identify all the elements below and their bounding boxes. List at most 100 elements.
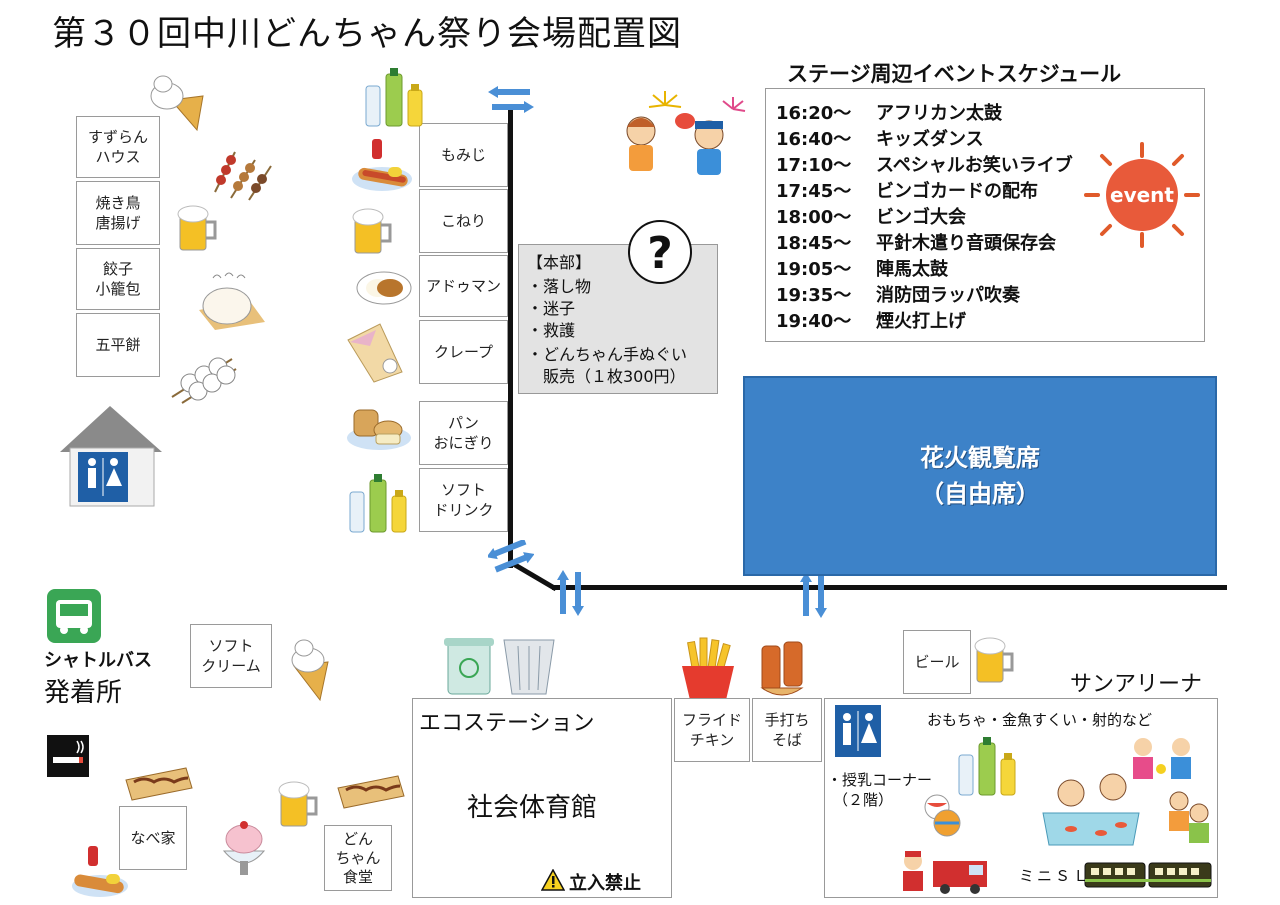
stall-beer: ビール bbox=[903, 630, 971, 694]
shaved-ice-icon bbox=[222, 821, 266, 875]
curry-plate-icon bbox=[356, 271, 412, 305]
shuttle-label: シャトルバス bbox=[44, 650, 152, 671]
schedule-row: 17:45～ビンゴカードの配布 bbox=[776, 177, 1038, 203]
soft-cream-icon bbox=[150, 75, 204, 132]
beer-mug-icon bbox=[352, 208, 392, 254]
headquarters-heading: 【本部】 bbox=[527, 253, 592, 272]
toilet-icon bbox=[835, 705, 881, 757]
sun-arena-label: サンアリーナ bbox=[1070, 672, 1203, 697]
stall-soft-cream: ソフト クリーム bbox=[190, 624, 272, 688]
schedule-time: 19:40～ bbox=[776, 311, 852, 332]
schedule-time: 18:45～ bbox=[776, 233, 852, 254]
schedule-event: キッズダンス bbox=[876, 129, 984, 150]
soft-cream-icon bbox=[291, 639, 329, 702]
schedule-box: 16:20～ アフリカン太鼓 16:40～ キッズダンス 17:10～ スペシャルお笑… bbox=[765, 88, 1205, 342]
headquarters-item: ・迷子 bbox=[527, 299, 576, 318]
hot-dog-icon bbox=[352, 139, 412, 191]
schedule-time: 19:05～ bbox=[776, 259, 852, 280]
bus-icon bbox=[47, 589, 101, 643]
schedule-time: 17:45～ bbox=[776, 181, 852, 202]
smoking-area-icon bbox=[47, 735, 89, 777]
schedule-time: 16:40～ bbox=[776, 129, 852, 150]
bread-icon bbox=[347, 409, 411, 450]
two-way-arrow-icon bbox=[488, 86, 534, 113]
gym-name: 社会体育館 bbox=[467, 793, 598, 823]
stall-soft-drink: ソフト ドリンク bbox=[419, 468, 508, 532]
schedule-time: 17:10～ bbox=[776, 155, 852, 176]
two-way-arrow-icon bbox=[800, 572, 827, 618]
stall-koneri: こねり bbox=[419, 189, 508, 253]
soba-bowls-icon bbox=[760, 641, 804, 696]
schedule-row: 18:45～ 平針木遣り音頭保存会 bbox=[776, 229, 1056, 255]
schedule-event: アフリカン太鼓 bbox=[876, 103, 1002, 124]
schedule-event: ビンゴ大会 bbox=[876, 207, 966, 228]
stall-adouman: アドゥマン bbox=[419, 255, 508, 317]
two-way-arrow-icon bbox=[557, 570, 584, 616]
stall-momiji: もみじ bbox=[419, 123, 508, 187]
hot-dog-icon bbox=[72, 846, 128, 897]
stall-donchan-shokudo: どん ちゃん 食堂 bbox=[324, 825, 392, 891]
stall-pan-onigiri: パン おにぎり bbox=[419, 401, 508, 465]
drink-bottles-icon bbox=[349, 474, 407, 533]
headquarters-box: 【本部】 ・落し物 ・迷子 ・救護 ・どんちゃん手ぬぐい 販売（１枚300円） bbox=[518, 244, 718, 394]
dango-icon bbox=[171, 357, 237, 404]
arena-activities: おもちゃ・金魚すくい・射的など bbox=[927, 711, 1153, 729]
french-fries-icon bbox=[682, 637, 734, 700]
yakisoba-icon bbox=[125, 767, 193, 801]
sun-arena-building: おもちゃ・金魚すくい・射的など ・授乳コーナー （２階） ミニＳＬ bbox=[824, 698, 1218, 898]
event-badge: event bbox=[1110, 183, 1174, 207]
yakitori-skewer-icon bbox=[214, 151, 272, 201]
gym-building: エコステーション 社会体育館 立入禁止 bbox=[412, 698, 672, 898]
fireworks-seating-label: 花火観覧席 bbox=[920, 444, 1040, 472]
map-title: 第３０回中川どんちゃん祭り会場配置図 bbox=[52, 14, 682, 54]
schedule-row: 19:05～ 陣馬太鼓 bbox=[776, 255, 948, 281]
fire-truck-icon bbox=[903, 851, 987, 894]
schedule-row: 16:20～ アフリカン太鼓 bbox=[776, 99, 1002, 125]
schedule-row: 17:10～ スペシャルお笑いライブ bbox=[776, 151, 1073, 177]
drink-bottles-icon bbox=[958, 737, 1016, 796]
train-icon bbox=[1084, 862, 1212, 888]
schedule-row: 18:00～ビンゴ大会 bbox=[776, 203, 966, 229]
headquarters-item: ・救護 bbox=[527, 321, 576, 340]
svg-text:?: ? bbox=[647, 228, 673, 279]
headquarters-item: 販売（１枚300円） bbox=[527, 367, 686, 386]
beer-mug-icon bbox=[278, 781, 318, 827]
road-horizontal bbox=[552, 585, 1227, 590]
warning-icon bbox=[541, 869, 565, 891]
stall-nabeya: なべ家 bbox=[119, 806, 187, 870]
stall-soba: 手打ち そば bbox=[752, 698, 822, 762]
stall-fried-chicken: フライド チキン bbox=[674, 698, 750, 762]
mini-sl-label: ミニＳＬ bbox=[1019, 867, 1092, 885]
beer-mug-icon bbox=[974, 637, 1014, 683]
road-vertical bbox=[508, 108, 513, 568]
schedule-event: 陣馬太鼓 bbox=[876, 259, 948, 280]
headquarters-item: ・落し物 bbox=[527, 277, 592, 296]
headquarters-item: ・どんちゃん手ぬぐい bbox=[527, 345, 688, 364]
event-sun-icon: event bbox=[1084, 142, 1200, 248]
balls-icon bbox=[924, 794, 961, 837]
trash-bins-icon bbox=[444, 638, 555, 695]
schedule-row: 19:40～ 煙火打上げ bbox=[776, 307, 966, 333]
stall-crepe: クレープ bbox=[419, 320, 508, 384]
schedule-time: 16:20～ bbox=[776, 103, 852, 124]
stall-yakitori: 焼き鳥 唐揚げ bbox=[76, 181, 160, 245]
drink-bottles-icon bbox=[365, 68, 423, 127]
stall-suzuran-house: すずらん ハウス bbox=[76, 116, 160, 178]
schedule-row: 16:40～ キッズダンス bbox=[776, 125, 984, 151]
road-bend bbox=[508, 560, 558, 592]
nikuman-icon bbox=[199, 272, 265, 330]
beer-mug-icon bbox=[177, 205, 217, 251]
stall-gyoza: 餃子 小籠包 bbox=[76, 248, 160, 310]
nursing-corner: ・授乳コーナー bbox=[827, 771, 933, 789]
stall-gohei-mochi: 五平餅 bbox=[76, 313, 160, 377]
schedule-event: スペシャルお笑いライブ bbox=[876, 155, 1073, 176]
schedule-event: 平針木遣り音頭保存会 bbox=[876, 233, 1056, 254]
no-entry-label: 立入禁止 bbox=[569, 873, 641, 894]
schedule-event: 煙火打上げ bbox=[876, 311, 966, 332]
two-way-arrow-icon bbox=[488, 540, 534, 573]
goldfish-pool-icon bbox=[1042, 773, 1140, 846]
nursing-floor: （２階） bbox=[833, 791, 894, 809]
shuttle-sublabel: 発着所 bbox=[44, 678, 123, 708]
crepe-icon bbox=[347, 323, 403, 383]
festival-kids-icon bbox=[626, 91, 746, 175]
